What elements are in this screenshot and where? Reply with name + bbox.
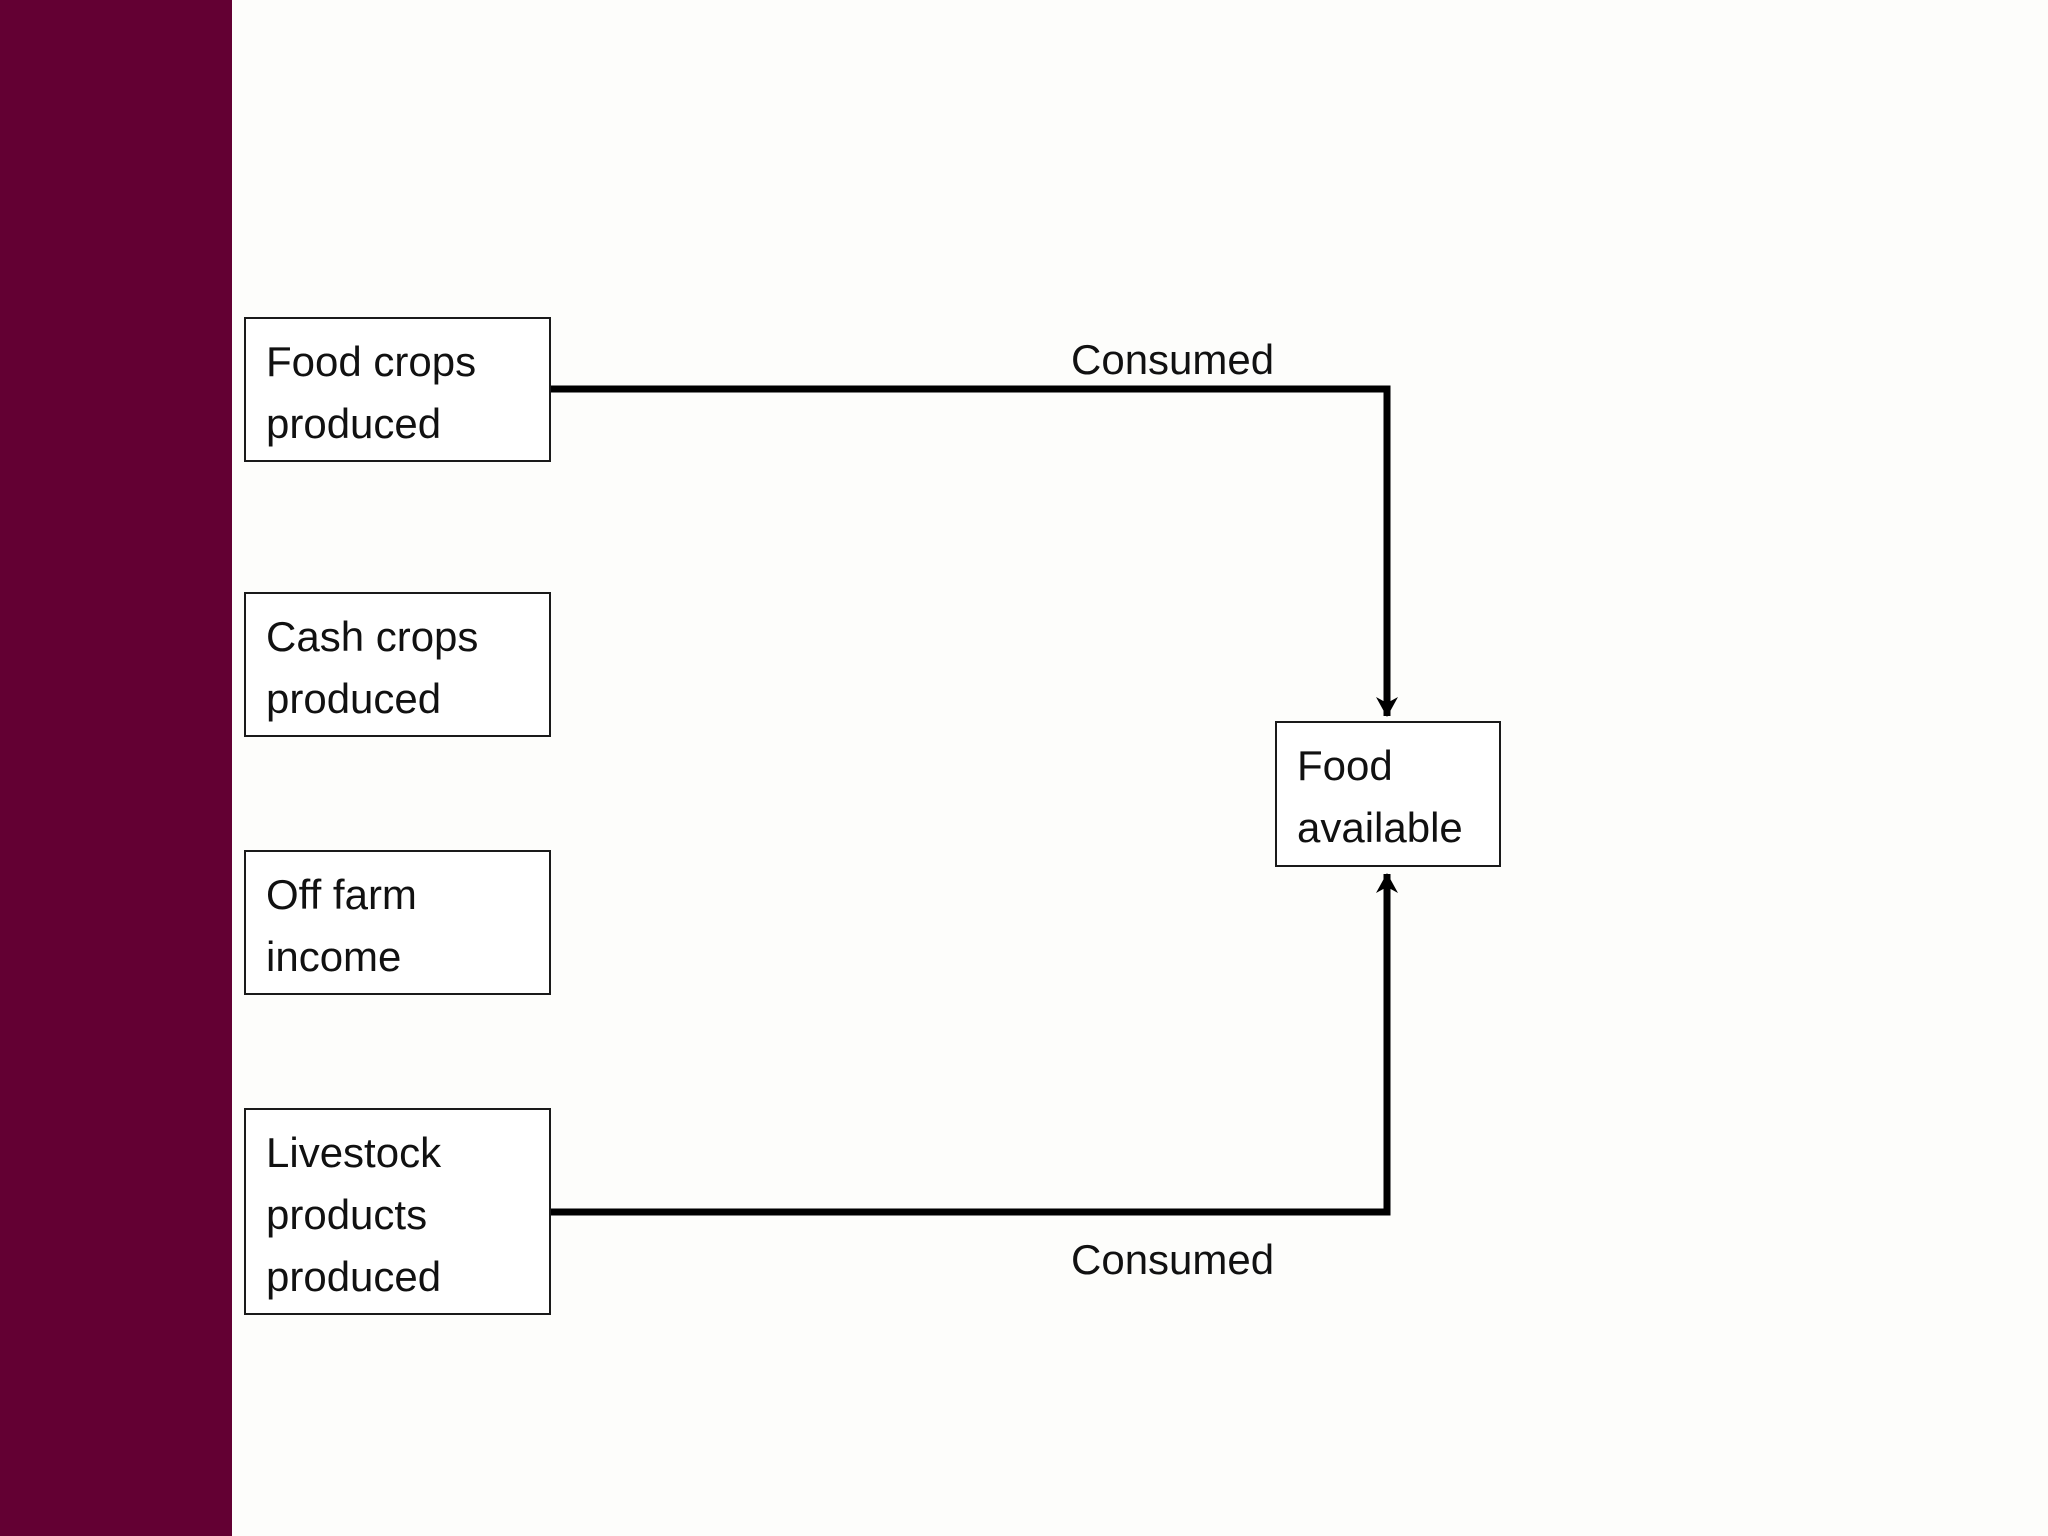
edge-label-consumed-top: Consumed bbox=[1071, 336, 1275, 383]
node-food-available: Food available bbox=[1275, 721, 1501, 867]
node-label-line: produced bbox=[266, 400, 442, 447]
node-label-line: income bbox=[266, 933, 402, 980]
node-label-line: Food crops bbox=[266, 338, 477, 385]
node-label-line: produced bbox=[266, 675, 442, 722]
node-label-line: Cash crops bbox=[266, 613, 479, 660]
edge-food-crops-to-food-available bbox=[551, 385, 1398, 717]
node-label-line: available bbox=[1297, 804, 1463, 851]
node-livestock-products-produced: Livestock products produced bbox=[244, 1108, 551, 1315]
node-food-crops-produced: Food crops produced bbox=[244, 317, 551, 462]
node-label-line: products bbox=[266, 1191, 428, 1238]
node-off-farm-income: Off farm income bbox=[244, 850, 551, 995]
edge-label-consumed-bottom: Consumed bbox=[1071, 1236, 1275, 1283]
node-label-line: Livestock bbox=[266, 1129, 442, 1176]
node-cash-crops-produced: Cash crops produced bbox=[244, 592, 551, 737]
edge-livestock-to-food-available bbox=[551, 873, 1398, 1216]
sidebar-band bbox=[0, 0, 232, 1536]
node-label-line: produced bbox=[266, 1253, 442, 1300]
node-label-line: Off farm bbox=[266, 871, 417, 918]
node-label-line: Food bbox=[1297, 742, 1393, 789]
